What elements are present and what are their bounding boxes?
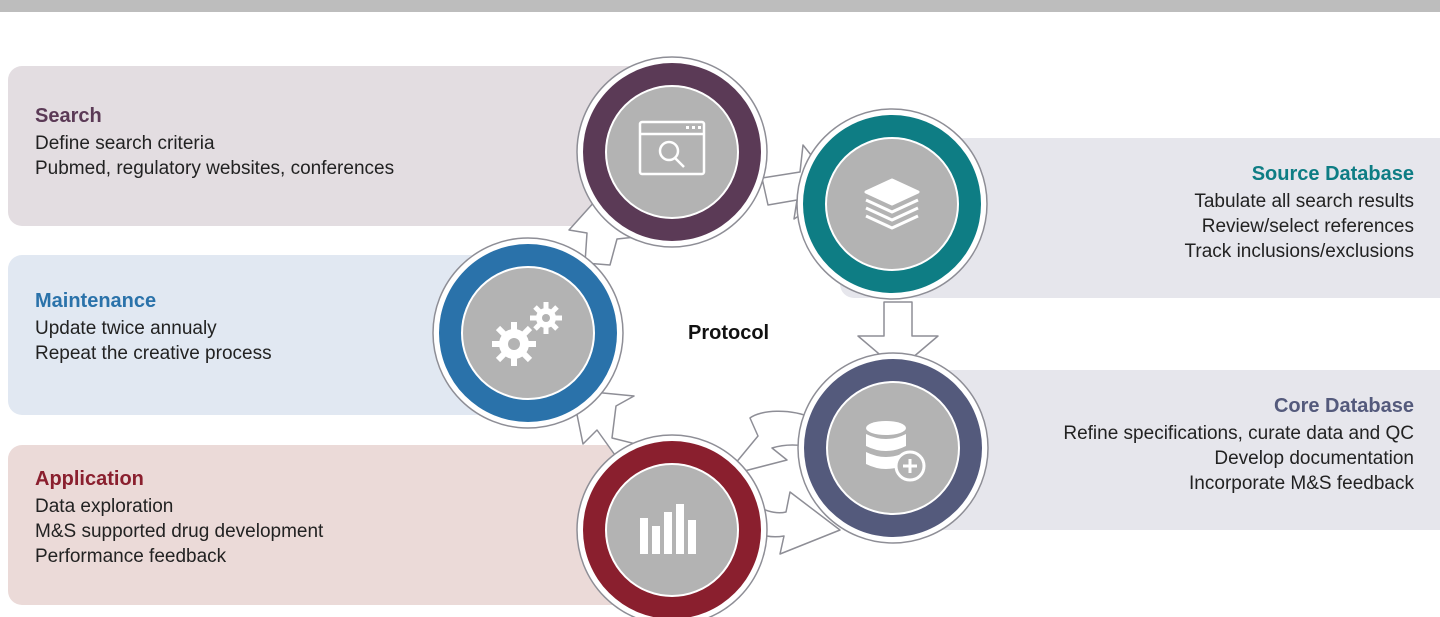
search-title: Search [35, 105, 102, 127]
source-node [796, 108, 988, 300]
application-line-1: Data exploration [35, 496, 174, 517]
gears-icon [492, 302, 562, 366]
core-line-2: Develop documentation [1214, 448, 1414, 469]
application-title: Application [35, 468, 144, 490]
core-line-3: Incorporate M&S feedback [1189, 473, 1414, 494]
maintenance-line-2: Repeat the creative process [35, 343, 272, 364]
core-node [797, 352, 989, 544]
source-title: Source Database [1251, 163, 1414, 185]
application-node [576, 434, 768, 617]
arrow-source-to-core [857, 301, 939, 371]
application-line-2: M&S supported drug development [35, 521, 324, 542]
layers-icon [864, 178, 920, 230]
core-line-1: Refine specifications, curate data and Q… [1063, 423, 1414, 444]
search-panel: Search Define search criteria Pubmed, re… [8, 66, 675, 226]
search-line-2: Pubmed, regulatory websites, conferences [35, 158, 395, 179]
browser-search-icon [638, 120, 706, 176]
maintenance-node [432, 237, 624, 429]
top-rule [0, 0, 1440, 12]
database-add-icon [866, 421, 926, 482]
maintenance-title: Maintenance [35, 290, 157, 312]
maintenance-line-1: Update twice annualy [35, 318, 217, 339]
bar-chart-icon [640, 504, 696, 554]
maintenance-panel: Maintenance Update twice annualy Repeat … [8, 255, 515, 415]
search-node [576, 56, 768, 248]
center-label: Protocol [688, 322, 770, 344]
search-line-1: Define search criteria [35, 133, 215, 154]
core-title: Core Database [1273, 395, 1414, 417]
source-line-3: Track inclusions/exclusions [1184, 241, 1415, 262]
application-line-3: Performance feedback [35, 546, 227, 567]
source-line-2: Review/select references [1201, 216, 1414, 237]
application-panel: Application Data exploration M&S support… [8, 445, 655, 605]
source-line-1: Tabulate all search results [1194, 191, 1414, 212]
